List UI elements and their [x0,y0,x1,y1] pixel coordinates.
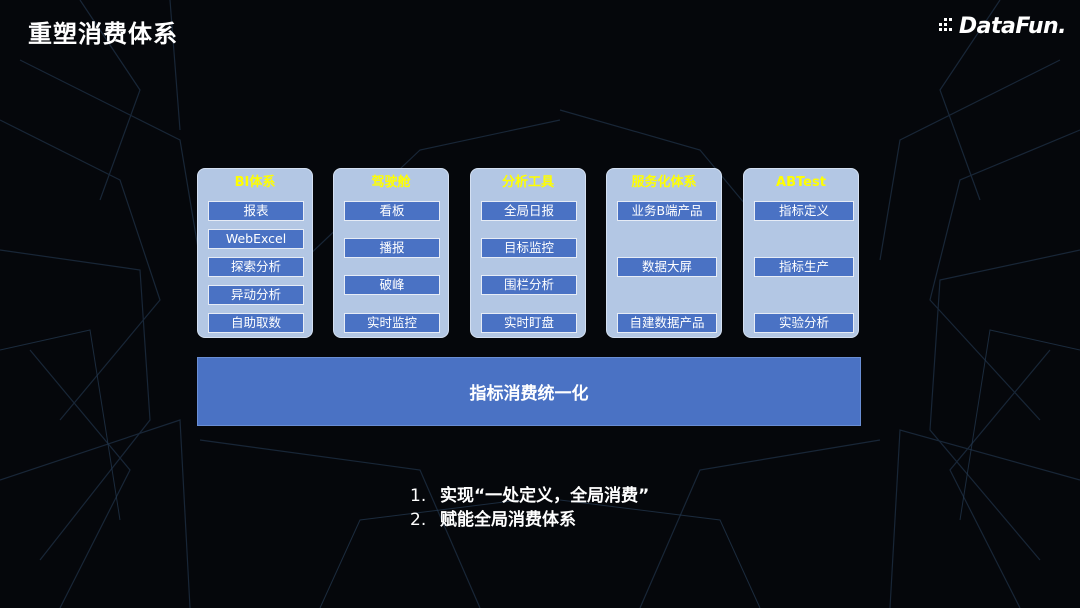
item-webexcel: WebExcel [208,229,304,249]
panel-analysis-tools: 分析工具 全局日报 目标监控 围栏分析 实时盯盘 [470,168,586,338]
item-realtime-monitor: 实时监控 [344,313,440,333]
item-peak: 破峰 [344,275,440,295]
panel-title: 服务化体系 [631,175,697,190]
point-text: 赋能全局消费体系 [440,510,576,530]
item-global-daily: 全局日报 [481,201,577,221]
item-realtime-watch: 实时盯盘 [481,313,577,333]
item-experiment-analysis: 实验分析 [754,313,854,333]
point-number: 2. [410,510,427,530]
datafun-logo: DataFun. [937,10,1067,42]
item-data-screen: 数据大屏 [617,257,717,277]
item-target-monitor: 目标监控 [481,238,577,258]
item-self-service-data: 自助取数 [208,313,304,333]
unified-metric-bar: 指标消费统一化 [197,357,861,426]
panel-abtest: ABTest 指标定义 指标生产 实验分析 [743,168,859,338]
unified-metric-label: 指标消费统一化 [469,384,589,404]
summary-points: 1. 实现“一处定义，全局消费” 2. 赋能全局消费体系 [410,484,649,532]
item-anomaly-analysis: 异动分析 [208,285,304,305]
summary-point: 1. 实现“一处定义，全局消费” [410,484,649,508]
slide-title: 重塑消费体系 [28,20,178,48]
item-b-end-product: 业务B端产品 [617,201,717,221]
item-metric-production: 指标生产 [754,257,854,277]
point-text: 实现“一处定义，全局消费” [440,486,650,506]
panel-title: ABTest [776,175,826,190]
item-custom-data-product: 自建数据产品 [617,313,717,333]
datafun-dots-icon [938,18,952,31]
panel-title: 驾驶舱 [371,175,411,190]
item-explore-analysis: 探索分析 [208,257,304,277]
item-fence-analysis: 围栏分析 [481,275,577,295]
summary-point: 2. 赋能全局消费体系 [410,508,649,532]
item-report: 报表 [208,201,304,221]
panel-service-system: 服务化体系 业务B端产品 数据大屏 自建数据产品 [606,168,722,338]
item-broadcast: 播报 [344,238,440,258]
item-metric-definition: 指标定义 [754,201,854,221]
panel-title: BI体系 [234,175,276,190]
panel-title: 分析工具 [501,175,554,190]
panel-bi: BI体系 报表 WebExcel 探索分析 异动分析 自助取数 [197,168,313,338]
point-number: 1. [410,486,427,506]
panel-cockpit: 驾驶舱 看板 播报 破峰 实时监控 [333,168,449,338]
logo-text: DataFun. [958,13,1067,39]
item-dashboard: 看板 [344,201,440,221]
